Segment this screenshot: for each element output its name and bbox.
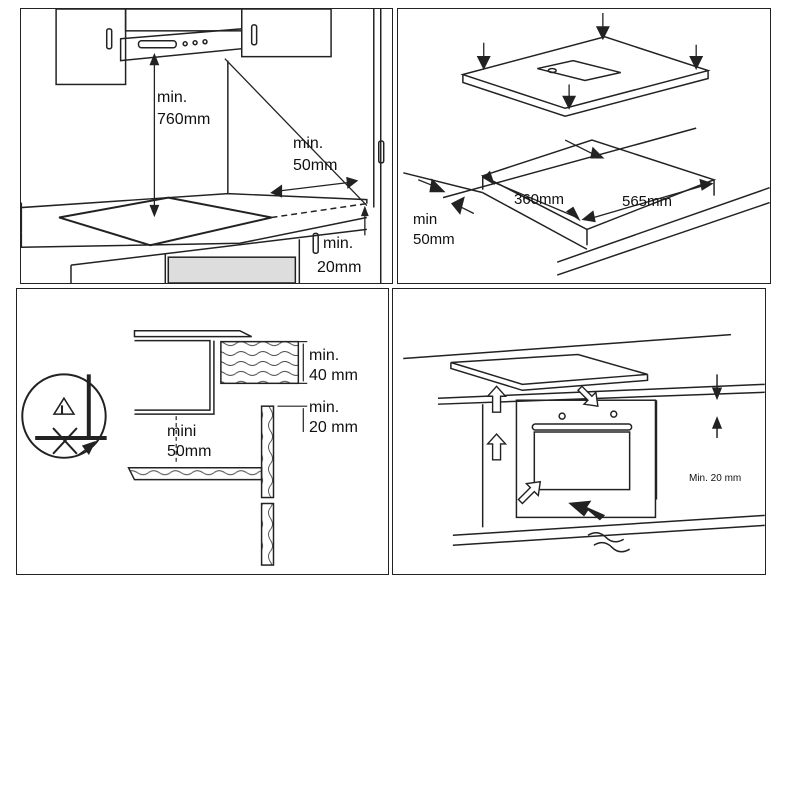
warning-circle: [21, 373, 107, 459]
cabinet-handle: [105, 28, 113, 50]
cabinet-side: [260, 405, 275, 499]
cutout-width-label: 565mm: [622, 193, 673, 210]
oven-window: [533, 431, 631, 491]
warning-triangle-icon: [52, 396, 76, 415]
cutout-depth-label: 360mm: [514, 191, 565, 208]
svg-text:!: !: [61, 405, 64, 416]
arrowhead: [149, 204, 160, 218]
hob-glass: [133, 329, 252, 338]
hob-outline: [58, 196, 272, 247]
distance-50mm-label: 50mm: [167, 443, 212, 460]
oven-ventilation-panel: Min. 20 mm: [392, 288, 766, 575]
hob-plate: [460, 36, 711, 110]
hood-clearance-drawing: [21, 9, 385, 283]
worktop-section-drawing: !: [21, 329, 308, 566]
min-label: min: [413, 211, 438, 228]
air-intake-arrow: [568, 500, 606, 521]
arrowhead: [595, 26, 610, 41]
distance-50mm-label: 50mm: [293, 157, 338, 174]
air-flow-up-arrow: [486, 385, 508, 413]
min-label: min.: [157, 89, 188, 106]
min-label: min.: [323, 235, 354, 252]
worktop-wood: [220, 340, 300, 385]
height-760mm-label: 760mm: [157, 111, 211, 128]
oven-ventilation-drawing: [403, 333, 765, 553]
air-flow-arrow: [577, 385, 599, 407]
min-label: min.: [293, 135, 324, 152]
cabinet-side: [260, 502, 275, 566]
cabinet-handle: [250, 24, 258, 46]
min-label: min.: [309, 399, 340, 416]
arrowhead: [562, 95, 577, 110]
cutout-dimensions-drawing: [403, 12, 770, 276]
air-flow-line: [593, 541, 631, 553]
min-label: min.: [309, 347, 340, 364]
upper-cabinet-right: [240, 9, 332, 58]
arrowhead: [149, 52, 160, 66]
hob-plate: [450, 353, 648, 386]
upper-cabinet-left: [55, 9, 127, 86]
distance-20mm-label: Min. 20 mm: [689, 473, 742, 484]
built-in-oven: [515, 399, 657, 519]
thickness-40mm-label: 40 mm: [309, 367, 358, 384]
arrowhead: [689, 56, 704, 71]
distance-20mm-label: 20mm: [317, 259, 362, 276]
distance-20mm-label: 20 mm: [309, 419, 358, 436]
air-flow-line: [587, 532, 625, 543]
air-flow-up-arrow: [486, 432, 508, 461]
hood-canopy: [124, 9, 243, 32]
hood-clearance-panel: min. 760mm min. 50mm min. 20mm: [20, 8, 393, 284]
mini-label: mini: [167, 423, 197, 440]
cutout-dimensions-panel: 360mm 565mm min 50mm: [397, 8, 771, 284]
shelf-wood: [127, 467, 263, 481]
worktop-section-panel: ! min. 40 mm min. 20 mm mini 50mm: [16, 288, 389, 575]
arrowhead: [476, 56, 491, 71]
cooker-hood: [119, 28, 243, 62]
oven-handle: [531, 423, 633, 431]
air-flow-arrow: [517, 480, 542, 505]
distance-50mm-label: 50mm: [413, 231, 455, 248]
